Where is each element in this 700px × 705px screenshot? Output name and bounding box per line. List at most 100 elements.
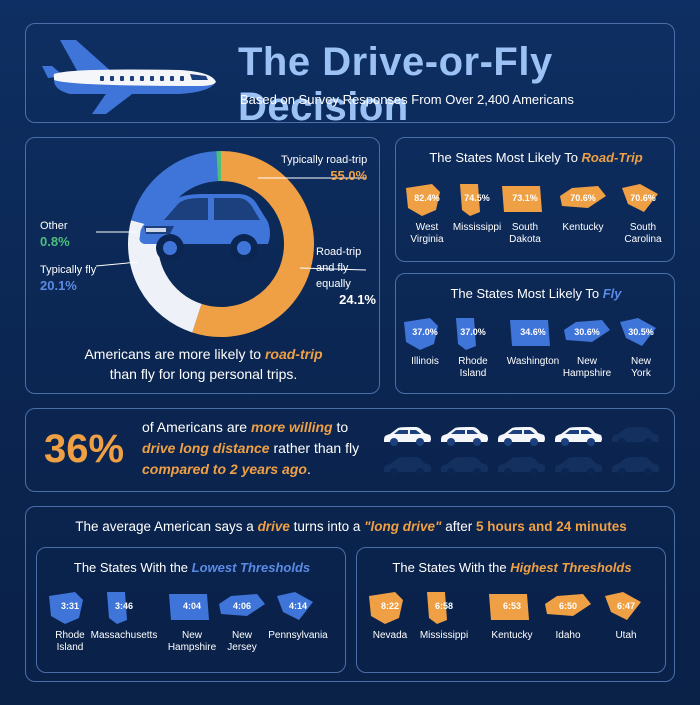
state-label: Nevada: [372, 630, 408, 641]
willing-stat: 36%: [44, 427, 125, 471]
state-label: Idaho: [555, 630, 581, 641]
fly-state-4: 30.5% New York: [606, 316, 676, 380]
state-value: 70.6%: [630, 193, 656, 203]
state-label: West Virginia: [410, 222, 444, 245]
roadtrip-state-1: 74.5% Mississippi: [442, 182, 512, 234]
state-value: 6:50: [558, 601, 577, 611]
legend-other: Other 0.8%: [40, 220, 70, 249]
leader-line-1: [299, 267, 367, 271]
fly-panel: The States Most Likely To Fly 37.0% Illin…: [395, 273, 675, 394]
car-icon: [555, 457, 602, 476]
car-icon: [441, 427, 488, 446]
car-pictogram: [382, 425, 672, 485]
car-icon: [498, 457, 545, 476]
state-value: 30.5%: [628, 327, 654, 337]
state-value: 4:04: [182, 601, 201, 611]
airplane-icon: [42, 40, 216, 114]
donut-slice-2: [131, 151, 219, 229]
state-label: Massachusetts: [90, 630, 158, 641]
fly-state-0: 37.0% Illinois: [390, 316, 460, 368]
state-shape-icon: [406, 184, 440, 216]
fly-state-2: 34.6%Washington: [498, 316, 568, 368]
state-value: 3:46: [114, 601, 133, 611]
state-value: 37.0%: [460, 327, 486, 337]
state-shape-icon: [605, 592, 641, 620]
state-shape-icon: [622, 184, 658, 212]
state-shape-icon: [510, 320, 550, 346]
state-shape-icon: [277, 592, 313, 620]
car-icon: [384, 457, 431, 476]
car-icon: [612, 457, 659, 476]
threshold-panel: The average American says a drive turns …: [25, 506, 675, 682]
state-shape-icon: [427, 592, 447, 624]
donut-panel: Typically road-trip 55.0% Road-trip and …: [25, 137, 380, 394]
state-shape-icon: [369, 592, 403, 624]
state-label: Washington: [506, 356, 560, 367]
state-value: 70.6%: [570, 193, 596, 203]
highest-panel: The States With the Highest Thresholds 8…: [356, 547, 666, 673]
highest-title: The States With the Highest Thresholds: [392, 560, 632, 575]
car-icon: [441, 457, 488, 476]
state-label: Kentucky: [562, 222, 604, 233]
state-shape-icon: [564, 320, 610, 342]
state-shape-icon: [560, 186, 606, 208]
car-icon: [384, 427, 431, 446]
page-title: The Drive-or-Fly Decision: [238, 40, 553, 129]
legend-equal: Road-trip and fly equally 24.1%: [316, 246, 376, 307]
roadtrip-title: The States Most Likely To Road-Trip: [429, 150, 643, 165]
state-label: Utah: [615, 630, 637, 641]
fly-title: The States Most Likely To Fly: [450, 286, 622, 301]
state-label: Mississippi: [419, 630, 469, 641]
roadtrip-state-2: 73.1%South Dakota: [490, 182, 560, 246]
state-label: Rhode Island: [55, 630, 85, 653]
state-value: 4:14: [288, 601, 307, 611]
roadtrip-state-3: 70.6% Kentucky: [548, 182, 618, 234]
donut-slice-0: [192, 151, 314, 337]
legend-roadtrip: Typically road-trip 55.0%: [281, 154, 368, 183]
state-shape-icon: [107, 592, 127, 624]
state-label: New Hampshire: [562, 356, 612, 379]
state-shape-icon: [404, 318, 438, 350]
state-value: 6:58: [434, 601, 453, 611]
state-value: 74.5%: [464, 193, 490, 203]
state-shape-icon: [502, 186, 542, 212]
state-shape-icon: [460, 184, 480, 216]
fly-state-1: 37.0%Rhode Island: [438, 316, 508, 380]
leader-line-3: [95, 261, 139, 267]
car-icon: [139, 194, 270, 262]
state-shape-icon: [456, 318, 476, 350]
state-value: 73.1%: [512, 193, 538, 203]
roadtrip-panel: The States Most Likely To Road-Trip 82.4…: [395, 137, 675, 262]
state-label: South Carolina: [624, 222, 662, 245]
lowest-panel: The States With the Lowest Thresholds 3:…: [36, 547, 346, 673]
page-subtitle: Based on Survey Responses From Over 2,40…: [240, 92, 574, 107]
state-shape-icon: [49, 592, 83, 624]
willing-panel: 36% of Americans are more willing to dri…: [25, 408, 675, 492]
state-value: 8:22: [380, 601, 399, 611]
state-value: 37.0%: [412, 327, 438, 337]
state-value: 6:47: [616, 601, 635, 611]
car-icon: [612, 427, 659, 446]
state-shape-icon: [620, 318, 656, 346]
state-label: New York: [630, 356, 651, 379]
roadtrip-state-0: 82.4% West Virginia: [392, 182, 462, 246]
willing-text: of Americans are more willing to drive l…: [142, 419, 360, 477]
state-label: Illinois: [411, 356, 439, 367]
state-label: Mississippi: [452, 222, 502, 233]
header-panel: The Drive-or-Fly Decision Based on Surve…: [25, 23, 675, 129]
state-shape-icon: [489, 594, 529, 620]
state-value: 3:31: [60, 601, 79, 611]
state-value: 4:06: [232, 601, 251, 611]
car-icon: [498, 427, 545, 446]
donut-caption: Americans are more likely to road-trip t…: [84, 346, 323, 382]
state-value: 82.4%: [414, 193, 440, 203]
